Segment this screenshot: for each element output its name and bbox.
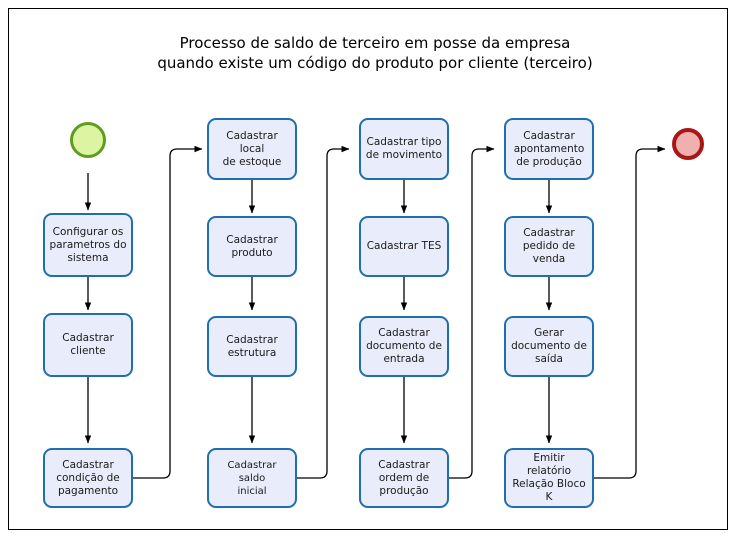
node-cadastrar-apontamento-producao[interactable]: Cadastrar apontamento de produção	[504, 118, 594, 180]
node-cadastrar-condicao-pagamento[interactable]: Cadastrar condição de pagamento	[43, 448, 133, 508]
node-cadastrar-documento-entrada[interactable]: Cadastrar documento de entrada	[359, 316, 449, 377]
node-emitir-relatorio-bloco-k[interactable]: Emitir relatório Relação Bloco K	[504, 448, 594, 508]
node-cadastrar-local-estoque[interactable]: Cadastrar local de estoque	[207, 118, 297, 180]
node-gerar-documento-saida[interactable]: Gerar documento de saída	[504, 316, 594, 377]
end-event[interactable]	[672, 128, 704, 160]
node-cadastrar-tes[interactable]: Cadastrar TES	[359, 216, 449, 277]
node-cadastrar-tipo-movimento[interactable]: Cadastrar tipo de movimento	[359, 118, 449, 180]
node-cadastrar-estrutura[interactable]: Cadastrar estrutura	[207, 316, 297, 377]
node-cadastrar-ordem-producao[interactable]: Cadastrar ordem de produção	[359, 448, 449, 508]
page-title: Processo de saldo de terceiro em posse d…	[157, 34, 593, 72]
node-cadastrar-pedido-venda[interactable]: Cadastrar pedido de venda	[504, 216, 594, 277]
start-event[interactable]	[70, 122, 106, 158]
node-configurar-parametros[interactable]: Configurar os parametros do sistema	[43, 213, 133, 277]
node-cadastrar-saldo-inicial[interactable]: Cadastrar saldo inicial	[207, 448, 297, 508]
node-cadastrar-produto[interactable]: Cadastrar produto	[207, 216, 297, 277]
node-cadastrar-cliente[interactable]: Cadastrar cliente	[43, 313, 133, 377]
